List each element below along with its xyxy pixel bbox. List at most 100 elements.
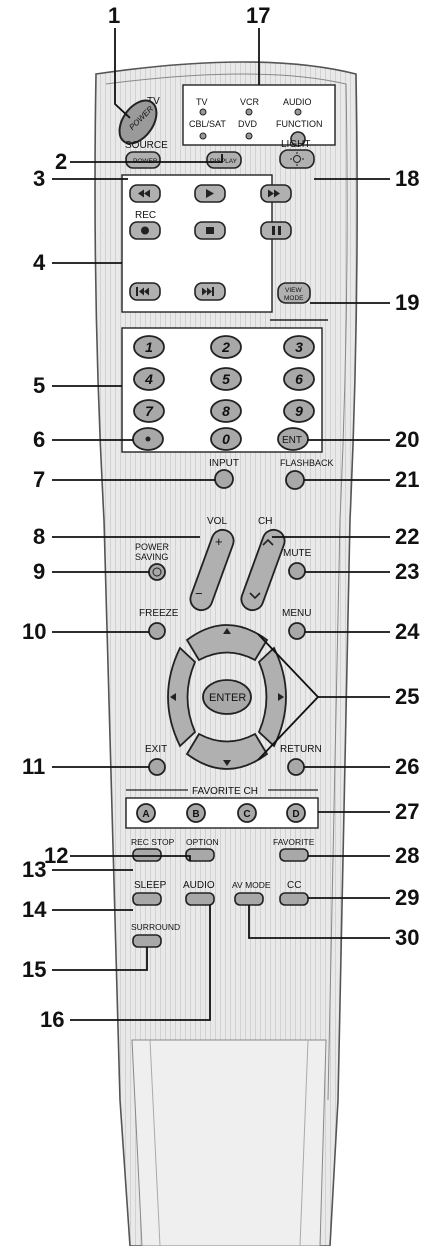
pause-button[interactable] <box>260 221 292 240</box>
exit-button[interactable] <box>148 758 166 776</box>
number-key-label: 9 <box>295 403 303 419</box>
rec-stop-button[interactable] <box>132 848 162 862</box>
view-mode-button[interactable] <box>277 282 311 304</box>
number-key-9[interactable] <box>283 399 315 423</box>
number-key-label: 8 <box>222 403 230 419</box>
number-key-label: 3 <box>295 339 303 355</box>
av-mode-button[interactable] <box>234 892 264 906</box>
arrow-down-icon <box>223 760 231 766</box>
function-button[interactable] <box>290 131 306 147</box>
number-key-label: 5 <box>222 371 230 387</box>
menu-label: MENU <box>282 608 311 619</box>
dpad-right-button[interactable] <box>257 646 287 748</box>
favorite-key-b[interactable] <box>186 803 206 823</box>
remote-inner-edge <box>105 73 348 1101</box>
transport-buttons: REC <box>129 184 292 301</box>
dpad-up-button[interactable] <box>185 624 269 662</box>
arrow-right-icon <box>278 693 284 701</box>
return-button[interactable] <box>287 758 305 776</box>
callout-12: 12 <box>44 843 69 868</box>
panel-line <box>149 1039 161 1247</box>
number-key-label: 1 <box>145 339 153 355</box>
dot-icon <box>145 436 151 442</box>
callout-11: 11 <box>22 754 46 779</box>
leader-30 <box>248 905 390 939</box>
callout-19: 19 <box>395 290 420 315</box>
number-key-8[interactable] <box>210 399 242 423</box>
leader-lines <box>52 28 390 1021</box>
arrow-left-icon <box>170 693 176 701</box>
surround-button[interactable] <box>132 934 162 948</box>
flashback-button[interactable] <box>285 470 305 490</box>
display-button[interactable] <box>206 151 242 169</box>
ent-button[interactable] <box>277 427 309 451</box>
favorite-key-d[interactable] <box>286 803 306 823</box>
favorite-key-label: C <box>243 809 250 820</box>
dpad-down-button[interactable] <box>185 732 269 770</box>
fn-tv-label: TV <box>196 97 208 107</box>
number-key-2[interactable] <box>210 335 242 359</box>
callout-21: 21 <box>395 467 420 492</box>
callout-20: 20 <box>395 427 420 452</box>
light-bulb-icon <box>290 152 304 166</box>
leader-12 <box>70 855 191 861</box>
option-label: OPTION <box>186 837 219 847</box>
display-text: DISPLAY <box>210 158 238 165</box>
number-key-7[interactable] <box>133 399 165 423</box>
fn-audio-led <box>294 108 302 116</box>
callout-6: 6 <box>33 427 46 452</box>
number-key-6[interactable] <box>283 367 315 391</box>
callout-9: 9 <box>33 559 46 584</box>
audio-button[interactable] <box>185 892 215 906</box>
input-label: INPUT <box>209 458 239 469</box>
power-saving-label-2: SAVING <box>135 552 168 562</box>
mute-button[interactable] <box>288 562 306 580</box>
callout-24: 24 <box>395 619 420 644</box>
av-mode-label: AV MODE <box>232 880 271 890</box>
fn-cbl-sat-label: CBL/SAT <box>189 119 226 129</box>
callout-2: 2 <box>55 149 68 174</box>
source-label: SOURCE <box>125 140 168 151</box>
dpad-left-button[interactable] <box>167 646 197 748</box>
favorite-key-c[interactable] <box>237 803 257 823</box>
mute-label: MUTE <box>283 548 312 559</box>
number-key-1[interactable] <box>133 335 165 359</box>
favorite-ch-label: FAVORITE CH <box>192 786 258 797</box>
rec-stop-label: REC STOP <box>131 837 175 847</box>
number-key-0[interactable] <box>210 427 242 451</box>
return-label: RETURN <box>280 744 322 755</box>
cc-button[interactable] <box>279 892 309 906</box>
leader-16 <box>70 905 211 1021</box>
favorite-button[interactable] <box>279 848 309 862</box>
power-saving-button[interactable] <box>148 563 166 581</box>
callout-15: 15 <box>22 957 47 982</box>
light-button[interactable] <box>279 149 315 169</box>
enter-button[interactable] <box>202 679 252 715</box>
exit-label: EXIT <box>145 744 167 755</box>
number-key-4[interactable] <box>133 367 165 391</box>
vol-rocker[interactable] <box>187 527 236 613</box>
favorite-key-a[interactable] <box>136 803 156 823</box>
vol-minus: − <box>195 586 203 601</box>
ch-up-icon <box>262 538 274 546</box>
callout-3: 3 <box>33 166 46 191</box>
sleep-label: SLEEP <box>134 880 167 891</box>
number-key-3[interactable] <box>283 335 315 359</box>
input-button[interactable] <box>214 469 234 489</box>
freeze-label: FREEZE <box>139 608 179 619</box>
source-power-button[interactable] <box>125 151 161 169</box>
option-button[interactable] <box>185 848 215 862</box>
number-key-5[interactable] <box>210 367 242 391</box>
freeze-button[interactable] <box>148 622 166 640</box>
record-icon <box>141 226 149 235</box>
sleep-button[interactable] <box>132 892 162 906</box>
flashback-label: FLASHBACK <box>280 458 334 468</box>
callout-25: 25 <box>395 684 420 709</box>
callout-27: 27 <box>395 799 420 824</box>
menu-button[interactable] <box>288 622 306 640</box>
number-key-label: 7 <box>145 403 154 419</box>
favorite-key-label: A <box>142 809 149 820</box>
ch-rocker[interactable] <box>238 527 287 613</box>
